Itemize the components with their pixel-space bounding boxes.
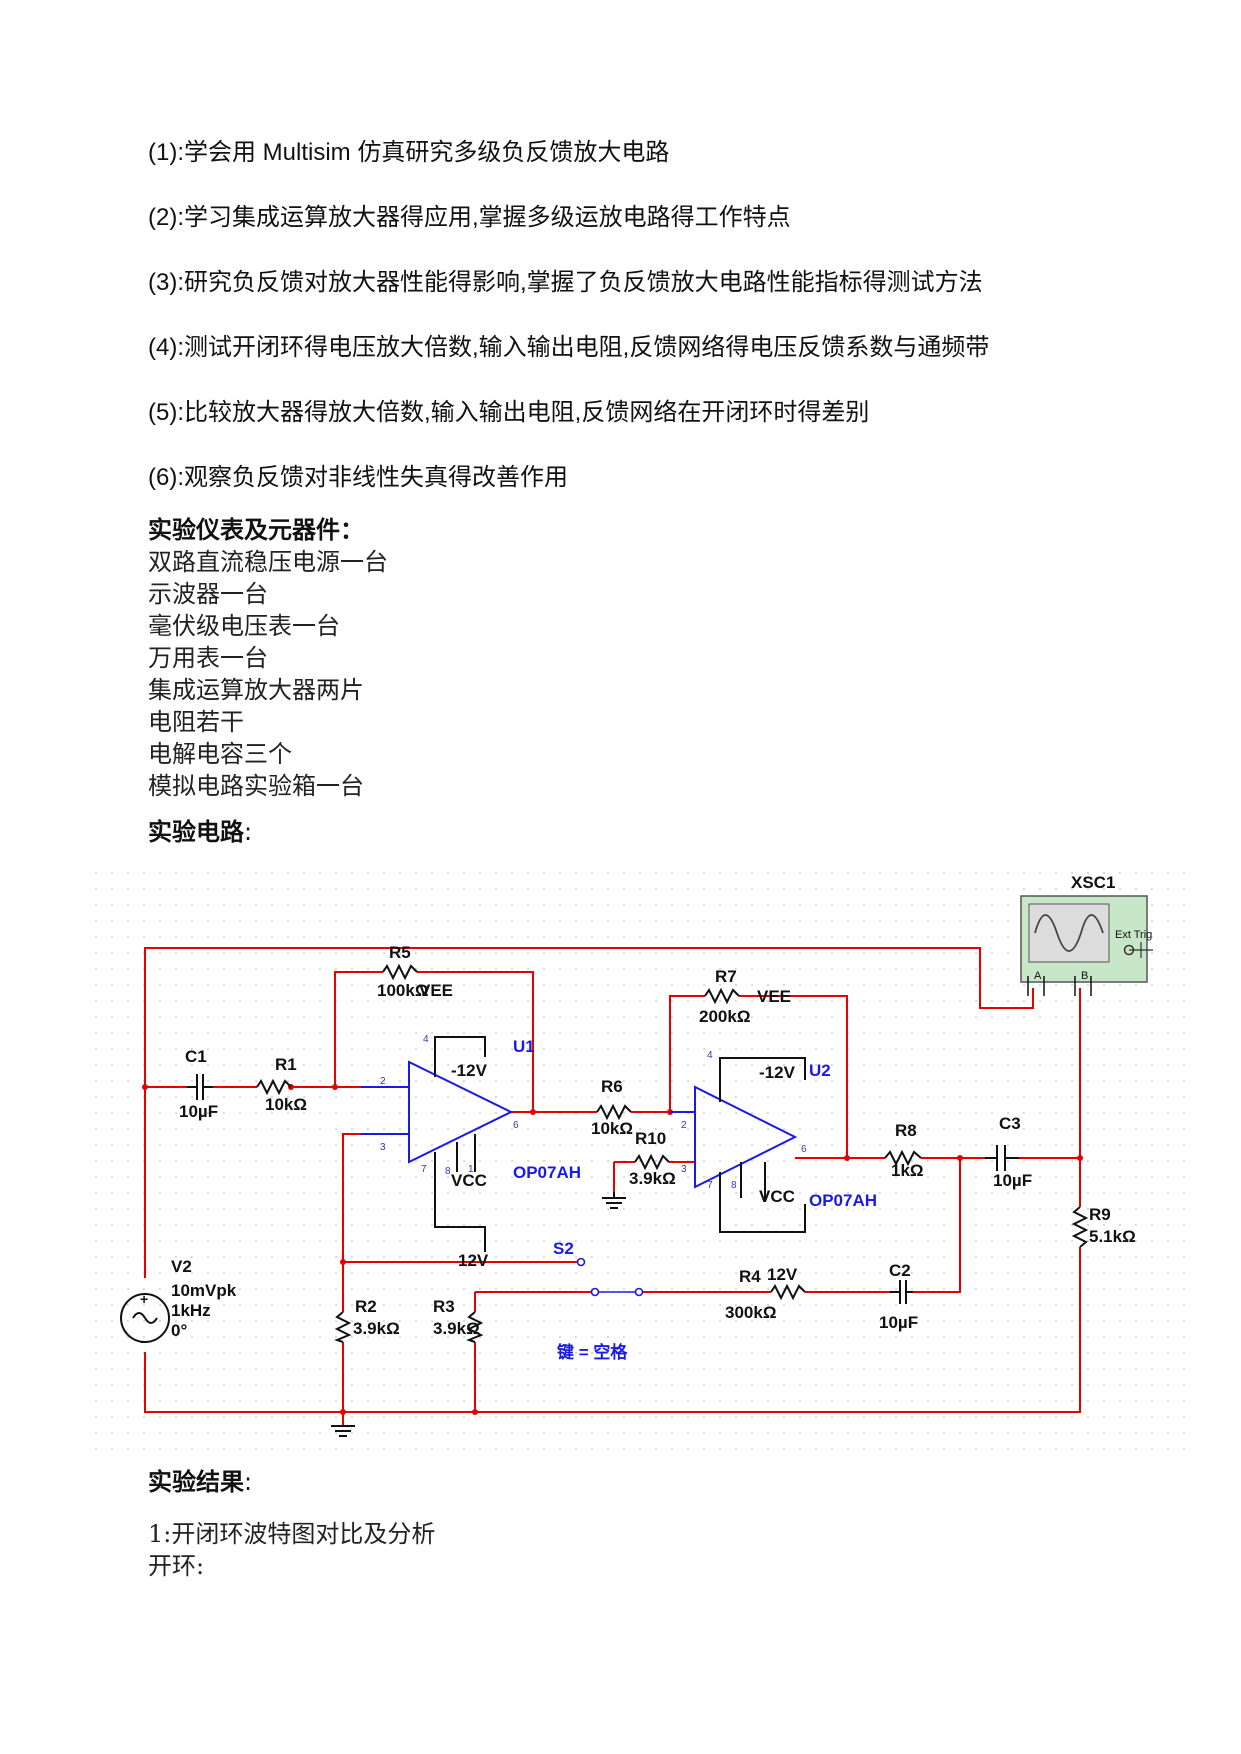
u1-vcc: VCC	[451, 1171, 487, 1190]
r9-value: 5.1kΩ	[1089, 1227, 1136, 1246]
scope-ext-trig: Ext Trig	[1115, 929, 1152, 941]
instrument-item: 双路直流稳压电源一台	[148, 548, 388, 576]
c1-name: C1	[185, 1047, 207, 1066]
objective-6: (6):观察负反馈对非线性失真得改善作用	[148, 464, 568, 491]
objective-5: (5):比较放大器得放大倍数,输入输出电阻,反馈网络在开闭环时得差别	[148, 399, 870, 426]
c3-value: 10µF	[993, 1171, 1032, 1190]
r9-name: R9	[1089, 1205, 1111, 1224]
components	[120, 963, 1089, 1437]
objective-4: (4):测试开闭环得电压放大倍数,输入输出电阻,反馈网络得电压反馈系数与通频带	[148, 334, 990, 361]
v2-minus-sign: -	[140, 1333, 145, 1349]
instrument-item: 万用表一台	[148, 644, 268, 672]
u2-name: U2	[809, 1061, 831, 1080]
r6-value: 10kΩ	[591, 1119, 633, 1138]
r10-value: 3.9kΩ	[629, 1169, 676, 1188]
u2-model: OP07AH	[809, 1191, 877, 1210]
circuit-schematic: XSC1 Ext Trig A B C1 10µF R1 10kΩ R5 100…	[95, 872, 1185, 1452]
r3-value: 3.9kΩ	[433, 1319, 480, 1338]
r1-name: R1	[275, 1055, 297, 1074]
u2-pin-3: 3	[681, 1164, 687, 1175]
u1-pin-4: 4	[423, 1034, 429, 1045]
r10-name: R10	[635, 1129, 666, 1148]
scope-name: XSC1	[1071, 873, 1115, 892]
r5-name: R5	[389, 943, 411, 962]
results-open-loop: 开环:	[148, 1552, 205, 1580]
instrument-item: 电阻若干	[148, 708, 244, 736]
v2-amplitude: 10mVpk	[171, 1281, 237, 1300]
u2-pin-2: 2	[681, 1120, 687, 1131]
u1-model: OP07AH	[513, 1163, 581, 1182]
s2-name: S2	[553, 1239, 574, 1258]
r2-name: R2	[355, 1297, 377, 1316]
u2-vcc: VCC	[759, 1187, 795, 1206]
r6-name: R6	[601, 1077, 623, 1096]
objective-1: (1):学会用 Multisim 仿真研究多级负反馈放大电路	[148, 139, 670, 166]
r8-name: R8	[895, 1121, 917, 1140]
r4-name: R4	[739, 1267, 761, 1286]
results-item-1: 1:开闭环波特图对比及分析	[148, 1520, 436, 1548]
circuit-heading: 实验电路:	[148, 818, 253, 846]
u1-pin-1: 1	[468, 1164, 474, 1175]
u2-pin-7: 7	[707, 1180, 713, 1191]
oscilloscope-xsc1	[1020, 895, 1153, 996]
r3-name: R3	[433, 1297, 455, 1316]
u2-pin-4: 4	[707, 1050, 713, 1061]
wires	[144, 947, 1081, 1426]
r7-name: R7	[715, 967, 737, 986]
r8-value: 1kΩ	[891, 1161, 924, 1180]
v2-frequency: 1kHz	[171, 1301, 211, 1320]
r1-value: 10kΩ	[265, 1095, 307, 1114]
s2-key: 键 = 空格	[557, 1342, 628, 1362]
r2-value: 3.9kΩ	[353, 1319, 400, 1338]
component-labels: XSC1 Ext Trig A B C1 10µF R1 10kΩ R5 100…	[140, 873, 1152, 1362]
u1-pin-7: 7	[421, 1164, 427, 1175]
u2-vee-value: -12V	[759, 1063, 796, 1082]
instrument-item: 集成运算放大器两片	[148, 676, 364, 704]
instruments-heading: 实验仪表及元器件：	[148, 516, 364, 544]
grid-background	[95, 872, 1185, 1452]
u1-vee-value: -12V	[451, 1061, 488, 1080]
c3-name: C3	[999, 1114, 1021, 1133]
c1-value: 10µF	[179, 1102, 218, 1121]
r5-value: 100kΩ	[377, 981, 428, 1000]
u1-name: U1	[513, 1037, 535, 1056]
u2-vcc-value: 12V	[767, 1265, 798, 1284]
scope-channel-a: A	[1034, 970, 1042, 982]
scope-channel-b: B	[1081, 970, 1088, 982]
u1-vee: VEE	[419, 981, 453, 1000]
objective-3: (3):研究负反馈对放大器性能得影响,掌握了负反馈放大电路性能指标得测试方法	[148, 269, 983, 296]
v2-plus-sign: +	[140, 1291, 148, 1307]
v2-phase: 0°	[171, 1321, 187, 1340]
u1-pin-3: 3	[380, 1142, 386, 1153]
instrument-item: 电解电容三个	[148, 740, 292, 768]
r4-value: 300kΩ	[725, 1303, 776, 1322]
instrument-item: 示波器一台	[148, 580, 268, 608]
u2-pin-8: 8	[731, 1180, 737, 1191]
instrument-item: 模拟电路实验箱一台	[148, 772, 364, 800]
u2-pin-6: 6	[801, 1144, 807, 1155]
switch-s2-and-key	[576, 1257, 644, 1297]
u1-pin-2: 2	[380, 1076, 386, 1087]
u1-vcc-value: 12V	[458, 1251, 489, 1270]
r7-value: 200kΩ	[699, 1007, 750, 1026]
u2-vee: VEE	[757, 987, 791, 1006]
c2-value: 10µF	[879, 1313, 918, 1332]
results-heading: 实验结果:	[148, 1468, 253, 1496]
objective-2: (2):学习集成运算放大器得应用,掌握多级运放电路得工作特点	[148, 204, 791, 231]
instrument-item: 毫伏级电压表一台	[148, 612, 340, 640]
u1-pin-8: 8	[445, 1166, 451, 1177]
c2-name: C2	[889, 1261, 911, 1280]
u1-pin-6: 6	[513, 1120, 519, 1131]
v2-name: V2	[171, 1257, 192, 1276]
